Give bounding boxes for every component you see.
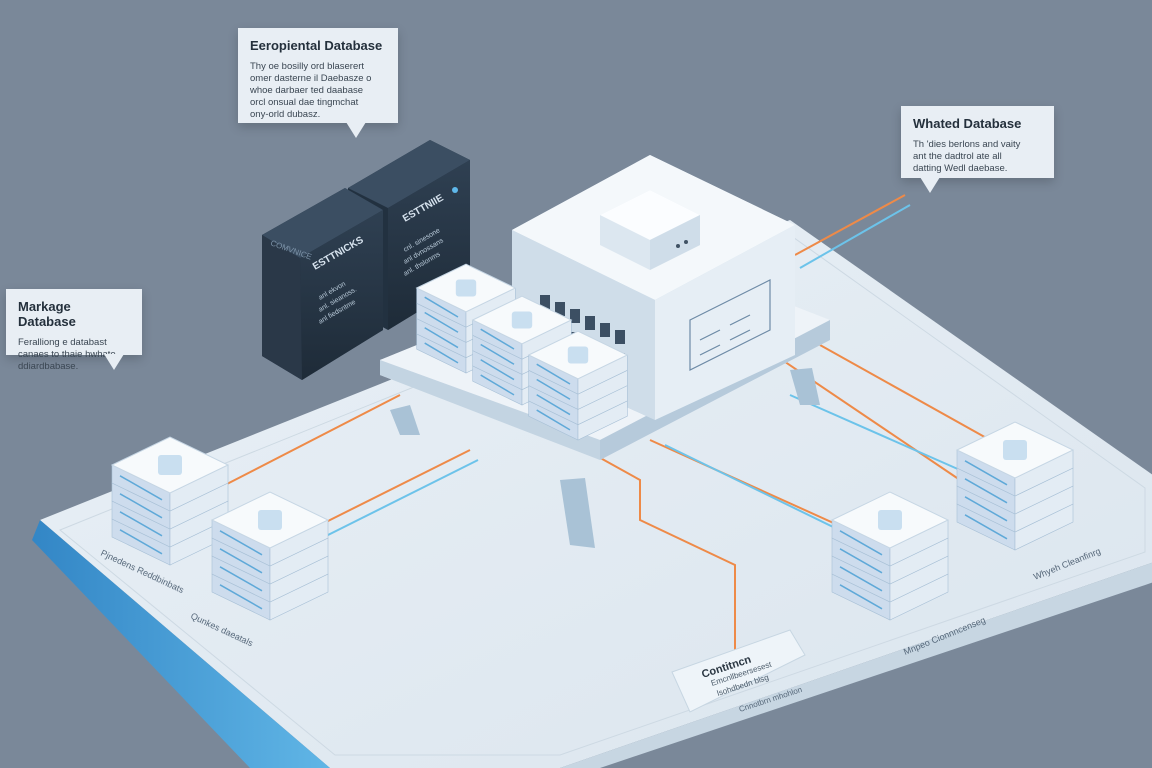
status-panels: [689, 279, 771, 371]
connection-line-orange: [794, 194, 906, 256]
connection-line-orange: [309, 449, 471, 531]
connection-line-blue: [789, 394, 961, 471]
callout-tail-icon: [104, 354, 124, 370]
connection-line-blue: [317, 459, 479, 541]
connection-line-orange: [594, 454, 736, 650]
callout-description: Thy oe bosilly ord blaserert omer daster…: [250, 61, 372, 120]
status-led-icon: [452, 187, 458, 193]
chip-icon: [567, 346, 589, 364]
chip-icon: [258, 510, 282, 530]
callout-title: Markage Database: [18, 299, 76, 329]
callout-left: Markage Database Feralliong e databast c…: [6, 289, 142, 372]
connection-line-orange: [759, 344, 961, 481]
chip-icon: [158, 455, 182, 475]
callout-description: Feralliong e databast canaes to thaie hw…: [18, 337, 116, 372]
connection-line-orange: [224, 394, 401, 486]
server-stack: [210, 491, 330, 621]
router-icon: [600, 190, 700, 270]
callout-title: Eeropiental Database: [250, 38, 383, 53]
server-stack: [830, 491, 950, 621]
callout-tail-icon: [346, 122, 366, 138]
chip-icon: [511, 311, 533, 329]
chip-icon: [1003, 440, 1027, 460]
chip-icon: [878, 510, 902, 530]
platform: [32, 220, 1152, 768]
connection-line-orange: [819, 344, 991, 441]
callout-right: Whated Database Th 'dies berlons and vai…: [901, 106, 1054, 178]
server-stack: [527, 330, 629, 441]
connection-line-blue: [799, 204, 911, 269]
callout-top: Eeropiental Database Thy oe bosilly ord …: [238, 28, 398, 123]
server-stack: [955, 421, 1075, 551]
callout-tail-icon: [920, 177, 940, 193]
callout-title: Whated Database: [913, 116, 1022, 131]
server-stack: [110, 436, 230, 566]
callout-description: Th 'dies berlons and vaity ant the dadtr…: [913, 139, 1021, 174]
chip-icon: [455, 279, 477, 297]
